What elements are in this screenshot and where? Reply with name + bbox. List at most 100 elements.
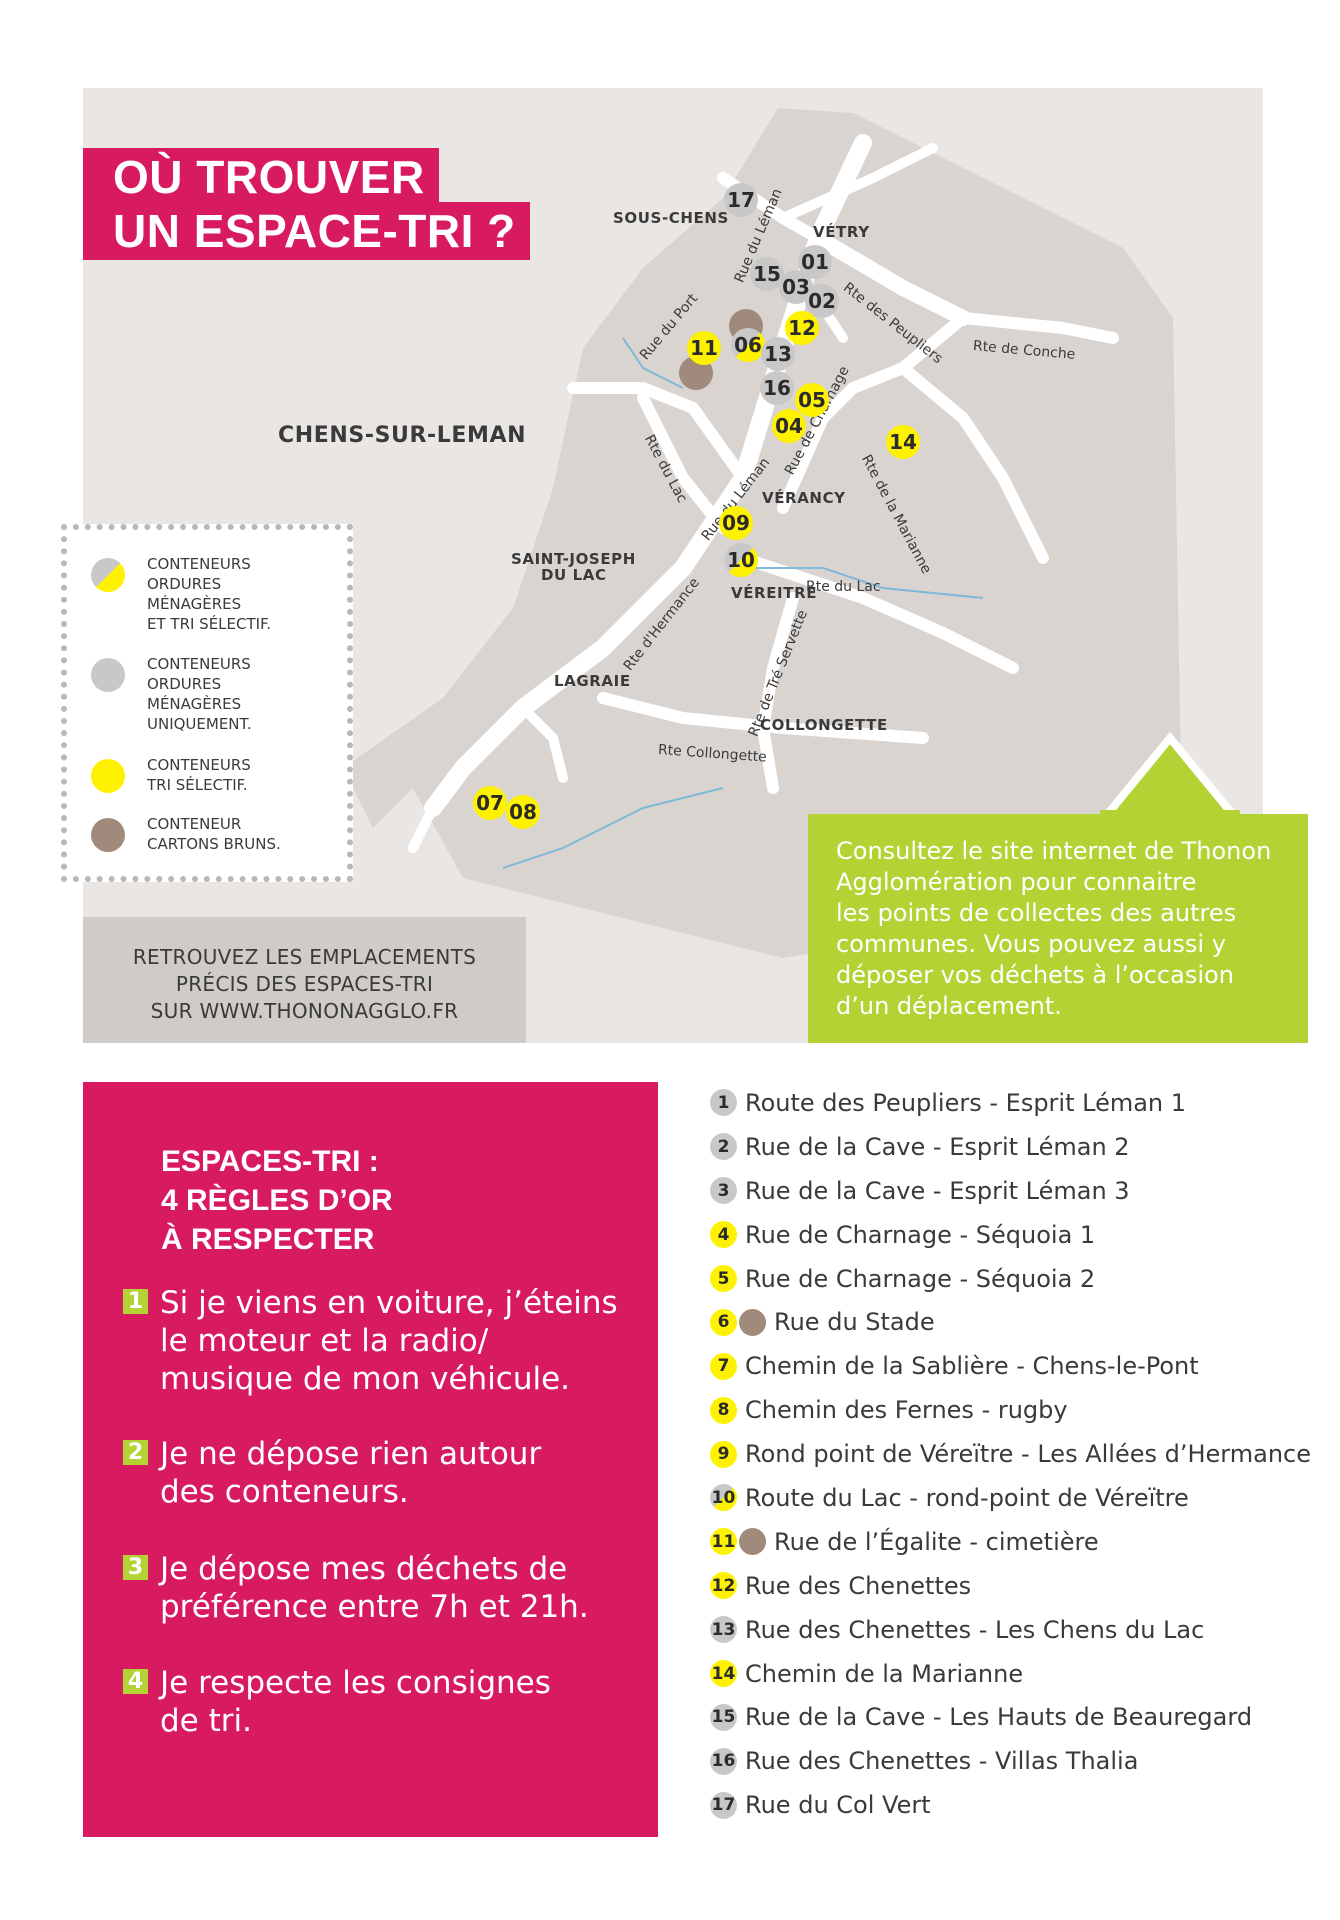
rules-box: ESPACES-TRI : 4 RÈGLES D’OR À RESPECTER … [83,1082,658,1837]
website-info-line: PRÉCIS DES ESPACES-TRI [175,972,434,996]
rule-number: 1 [123,1289,148,1314]
map-marker[interactable]: 13 [761,337,795,371]
rule-line: Si je viens en voiture, j’éteins [160,1285,618,1321]
site-number-badge: 3 [710,1177,737,1205]
place-vetry: VÉTRY [813,223,870,241]
site-label: Rue de la Cave - Esprit Léman 2 [745,1132,1130,1161]
map-marker[interactable]: 16 [760,371,794,405]
site-label: Rue de la Cave - Les Hauts de Beauregard [745,1703,1253,1732]
rule-line: préférence entre 7h et 21h. [160,1589,589,1625]
map-panel: OÙ TROUVER UN ESPACE-TRI ? SOUS-CHENS VÉ… [83,88,1263,1043]
legend-text: CARTONS BRUNS. [147,835,281,853]
callout-line: déposer vos déchets à l’occasion [836,961,1234,989]
rule-number: 3 [123,1555,148,1580]
map-marker[interactable]: 12 [785,311,819,345]
site-number-badge: 17 [710,1791,737,1819]
map-marker[interactable]: 08 [506,795,540,829]
list-item: 16 Rue des Chenettes - Villas Thalia [710,1739,1330,1783]
legend-item: CONTENEURS TRI SÉLECTIF. [91,755,251,795]
website-info-line: RETROUVEZ LES EMPLACEMENTS [132,945,477,969]
site-number-badge: 8 [710,1396,737,1424]
rule-line: Je ne dépose rien autour [160,1436,542,1472]
map-marker[interactable]: 15 [750,257,784,291]
map-marker[interactable]: 17 [724,183,758,217]
rules-title-line: 4 RÈGLES D’OR [161,1184,393,1217]
site-number-badge: 5 [710,1265,737,1292]
rule-text: Je ne dépose rien autour des conteneurs. [160,1435,541,1511]
rule-line: Je respecte les consignes [160,1665,551,1701]
map-title-line2: UN ESPACE-TRI ? [83,202,530,260]
map-marker[interactable]: 14 [886,425,920,459]
legend-text: MÉNAGÈRES [147,595,242,613]
rule-item: 1 Si je viens en voiture, j’éteins le mo… [123,1284,623,1398]
place-lagraie: LAGRAIE [554,672,631,690]
map-marker[interactable]: 07 [473,786,507,820]
water-lines [502,337,984,869]
rule-line: musique de mon véhicule. [160,1361,571,1397]
callout-line: communes. Vous pouvez aussi y [836,930,1226,958]
callout-line: Consultez le site internet de Thonon [836,837,1272,865]
legend-text: CONTENEURS [147,756,251,774]
site-label: Route du Lac - rond-point de Véreïtre [745,1483,1189,1512]
map-marker[interactable]: 06 [731,328,765,362]
rules-title: ESPACES-TRI : 4 RÈGLES D’OR À RESPECTER [161,1142,393,1259]
list-item: 6 Rue du Stade [710,1300,1330,1344]
legend-text: CONTENEURS [147,555,251,573]
site-label: Route des Peupliers - Esprit Léman 1 [745,1088,1187,1117]
green-callout-box: Consultez le site internet de Thonon Agg… [808,814,1308,1043]
rule-line: de tri. [160,1703,252,1739]
list-item: 13 Rue des Chenettes - Les Chens du Lac [710,1608,1330,1652]
legend-dot-gray [91,658,125,692]
list-item: 9 Rond point de Véreïtre - Les Allées d’… [710,1432,1330,1476]
map-marker[interactable]: 09 [719,506,753,540]
site-number-badge: 1 [710,1089,737,1117]
list-item: 3 Rue de la Cave - Esprit Léman 3 [710,1169,1330,1213]
website-info-box: RETROUVEZ LES EMPLACEMENTS PRÉCIS DES ES… [83,917,526,1043]
rule-number: 2 [123,1440,148,1465]
list-item: 12 Rue des Chenettes [710,1564,1330,1608]
callout-line: les points de collectes des autres [836,899,1237,927]
map-marker[interactable]: 02 [805,284,839,318]
legend-dot-brown [91,818,125,852]
list-item: 14 Chemin de la Marianne [710,1652,1330,1696]
site-number-badge: 2 [710,1133,737,1161]
place-saint-joseph-line2: DU LAC [541,566,607,584]
legend-text: CONTENEUR [147,815,242,833]
list-item: 8 Chemin des Fernes - rugby [710,1388,1330,1432]
site-number-badge: 11 [710,1528,737,1556]
rules-title-line: ESPACES-TRI : [161,1145,379,1178]
place-vereitre: VÉREITRE [731,584,818,602]
site-label: Rue des Chenettes [745,1571,972,1600]
place-sous-chens: SOUS-CHENS [613,209,729,227]
rule-line: Je dépose mes déchets de [160,1551,568,1587]
map-title-line1: OÙ TROUVER [83,148,439,206]
map-marker[interactable]: 10 [724,543,758,577]
legend-text: UNIQUEMENT. [147,715,252,733]
list-item: 2 Rue de la Cave - Esprit Léman 2 [710,1125,1330,1169]
legend-text: CONTENEURS [147,655,251,673]
legend-text: TRI SÉLECTIF. [147,776,248,794]
map-marker[interactable]: 05 [795,383,829,417]
place-collongette: COLLONGETTE [760,716,888,734]
map-marker[interactable]: 04 [772,409,806,443]
site-number-badge: 10 [710,1484,737,1512]
place-saint-joseph-line1: SAINT-JOSEPH [511,550,636,568]
site-number-badge: 6 [710,1308,737,1336]
site-label: Rue de l’Égalite - cimetière [774,1527,1099,1556]
legend-item: CONTENEUR CARTONS BRUNS. [91,814,281,854]
site-label: Rond point de Véreïtre - Les Allées d’He… [745,1440,1311,1469]
site-label: Rue du Stade [774,1308,935,1337]
rule-text: Je dépose mes déchets de préférence entr… [160,1550,589,1626]
site-label: Rue de Charnage - Séquoia 2 [745,1264,1096,1293]
legend-dot-mixed [91,558,125,592]
legend-item: CONTENEURS ORDURES MÉNAGÈRES ET TRI SÉLE… [91,554,271,634]
legend-text: MÉNAGÈRES [147,695,242,713]
website-info-line[interactable]: SUR WWW.THONONAGGLO.FR [150,999,459,1023]
site-number-badge: 9 [710,1440,737,1468]
legend-item: CONTENEURS ORDURES MÉNAGÈRES UNIQUEMENT. [91,654,252,734]
list-item: 10 Route du Lac - rond-point de Véreïtre [710,1476,1330,1520]
list-item: 7 Chemin de la Sablière - Chens-le-Pont [710,1344,1330,1388]
list-item: 4 Rue de Charnage - Séquoia 1 [710,1213,1330,1257]
site-number-badge: 4 [710,1221,737,1249]
map-marker[interactable]: 11 [687,331,721,365]
